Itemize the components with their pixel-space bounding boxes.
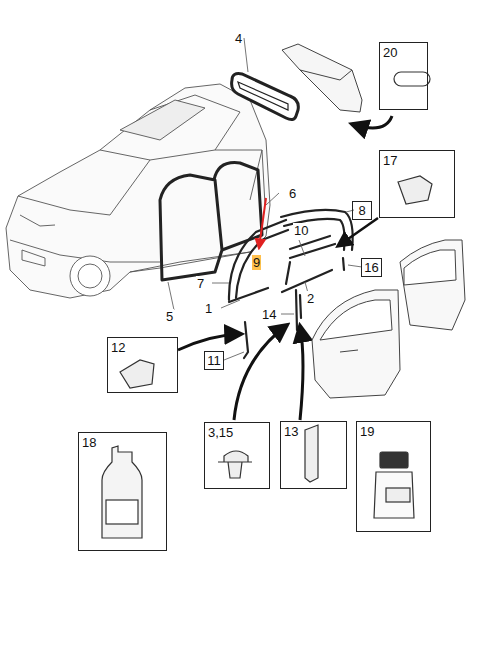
callout-number: 4 [234, 31, 243, 46]
pointer-arrow [178, 334, 241, 350]
part-box: 12 [107, 337, 178, 393]
pointer-arrow [338, 218, 378, 246]
part-box: 13 [280, 421, 347, 489]
car-body [6, 84, 270, 298]
callout-number: 12 [111, 340, 174, 355]
tailgate-seal [232, 74, 299, 120]
part-box: 18 [78, 432, 167, 551]
part-box: 19 [356, 421, 431, 532]
part-icons [102, 72, 432, 538]
callout-number: 9 [252, 255, 261, 270]
part-box: 17 [379, 150, 455, 218]
highlight-arrow [259, 198, 266, 248]
callout-number: 8 [358, 203, 365, 218]
part-box: 3,15 [204, 422, 270, 489]
callout-number: 13 [284, 424, 343, 439]
callout-number: 2 [306, 291, 315, 306]
callout-number: 3,15 [208, 425, 266, 440]
callout-number: 5 [165, 309, 174, 324]
callout-number: 6 [288, 186, 297, 201]
callout-box: 8 [352, 201, 372, 220]
callout-number: 19 [360, 424, 427, 439]
callout-number: 7 [196, 276, 205, 291]
callout-number: 16 [364, 260, 378, 275]
callout-number: 1 [204, 301, 213, 316]
callout-number: 14 [261, 307, 277, 322]
callout-box: 11 [204, 351, 224, 370]
callout-number: 20 [383, 45, 424, 60]
doors [312, 240, 465, 398]
callout-number: 17 [383, 153, 451, 168]
door-seals [160, 163, 262, 280]
pointer-arrow [300, 326, 303, 420]
spoiler [282, 44, 362, 112]
callout-number: 11 [207, 353, 221, 368]
part-box: 20 [379, 42, 428, 110]
callout-number: 18 [82, 435, 163, 450]
callout-box: 16 [361, 258, 382, 277]
pointer-arrow [352, 116, 392, 128]
pointer-arrow [234, 325, 287, 420]
callout-number: 10 [293, 223, 309, 238]
